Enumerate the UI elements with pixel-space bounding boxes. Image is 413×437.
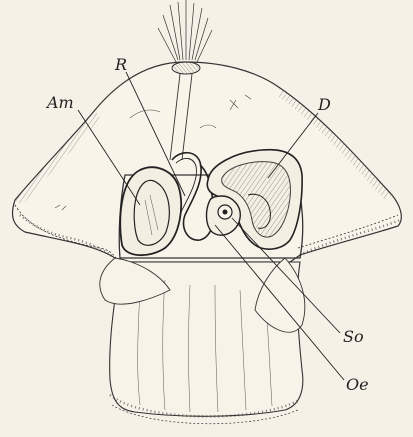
- label-oe: Oe: [346, 377, 369, 393]
- label-r: R: [115, 57, 127, 73]
- organ-so-oe: [206, 196, 240, 235]
- top-tuft: [158, 0, 212, 62]
- label-am: Am: [47, 95, 74, 111]
- umbrella-body: [12, 62, 401, 262]
- label-so: So: [343, 329, 364, 345]
- label-d: D: [318, 97, 331, 113]
